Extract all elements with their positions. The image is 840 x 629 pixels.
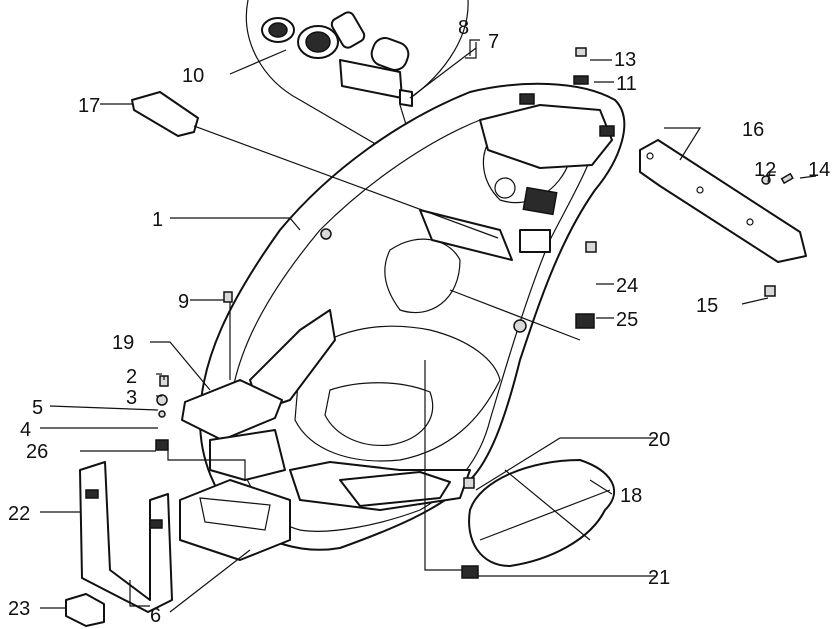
callout-14: 14 — [808, 159, 830, 181]
clip-part — [65, 593, 105, 627]
callout-4: 4 — [20, 419, 31, 441]
callout-26: 26 — [26, 441, 48, 463]
leader-lines — [40, 39, 817, 613]
callout-9: 9 — [178, 291, 189, 313]
callout-5: 5 — [32, 397, 43, 419]
callout-24: 24 — [616, 275, 638, 297]
mat-part — [468, 459, 616, 567]
callout-10: 10 — [182, 65, 204, 87]
power-socket-part — [261, 11, 366, 59]
callout-2: 2 — [126, 366, 137, 388]
side-bracket-part — [639, 139, 807, 263]
callout-18: 18 — [620, 485, 642, 507]
callout-25: 25 — [616, 309, 638, 331]
small-lid-part — [181, 379, 283, 441]
battery-tray-part — [179, 429, 291, 561]
lid-pad-part — [131, 91, 199, 137]
callout-3: 3 — [126, 387, 137, 409]
callout-12: 12 — [754, 159, 776, 181]
callout-22: 22 — [8, 503, 30, 525]
callout-16: 16 — [742, 119, 764, 141]
callout-21: 21 — [648, 567, 670, 589]
callout-20: 20 — [648, 429, 670, 451]
callout-6: 6 — [150, 605, 161, 627]
callout-17: 17 — [78, 95, 100, 117]
callout-7: 7 — [488, 31, 499, 53]
plug-cap-part — [370, 37, 410, 71]
callout-23: 23 — [8, 598, 30, 620]
cover-plate-part — [339, 59, 413, 107]
callout-13: 13 — [614, 49, 636, 71]
callout-15: 15 — [696, 295, 718, 317]
callout-11: 11 — [616, 73, 637, 95]
callout-labels: 1 2 3 5 4 26 6 22 23 19 9 17 10 8 7 13 1… — [8, 17, 830, 627]
callout-19: 19 — [112, 332, 134, 354]
callout-8: 8 — [458, 17, 469, 39]
callout-1: 1 — [152, 209, 163, 231]
u-bracket-part — [79, 461, 173, 613]
